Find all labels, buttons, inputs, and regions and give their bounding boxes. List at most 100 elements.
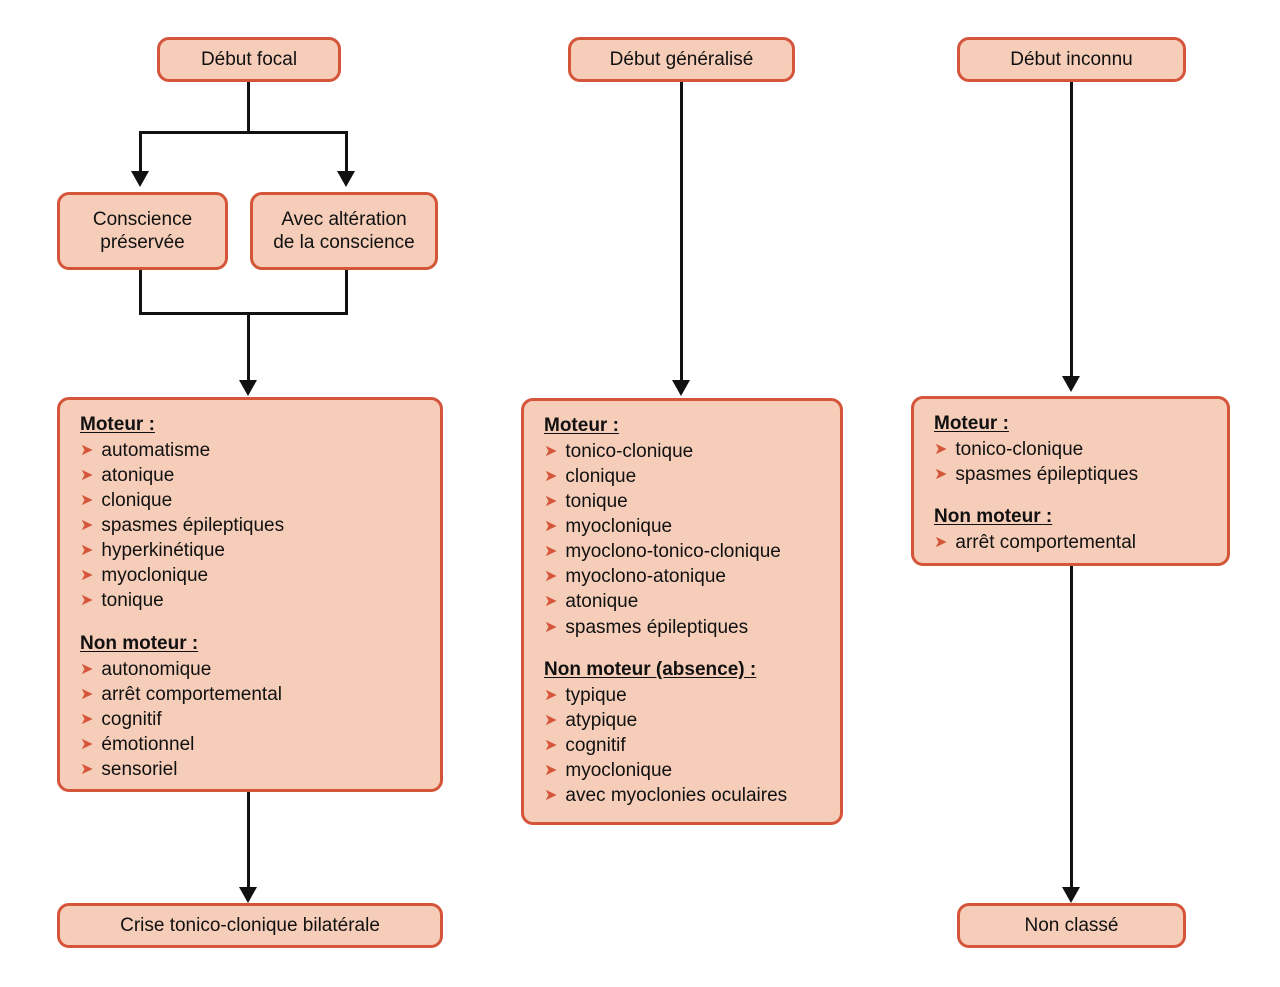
node-label-line1: Avec altération (281, 208, 407, 230)
group-title: Non moteur : (934, 506, 1053, 528)
item-label: atypique (565, 709, 638, 731)
list-item: ➤ autonomique (80, 657, 440, 682)
item-label: clonique (101, 490, 173, 512)
connector-focal-stem (247, 82, 250, 131)
list-item: ➤ automatisme (80, 438, 440, 463)
arrow-bullet-icon: ➤ (934, 441, 948, 458)
item-label: spasmes épileptiques (565, 616, 749, 638)
arrow-bullet-icon: ➤ (80, 442, 94, 459)
group-focal-moteur: Moteur : ➤automatisme ➤atonique ➤cloniqu… (80, 414, 440, 614)
arrow-bullet-icon: ➤ (544, 593, 558, 611)
item-label: autonomique (101, 658, 212, 680)
arrow-bullet-icon: ➤ (544, 493, 558, 511)
arrow-bullet-icon: ➤ (544, 686, 558, 704)
arrowhead-generalise-listbox (672, 380, 690, 396)
list-item: ➤myoclonique (544, 514, 840, 539)
node-crise-bilaterale[interactable]: Crise tonico-clonique bilatérale (57, 903, 443, 948)
connector-focal-left-drop (139, 131, 142, 171)
item-list: ➤ autonomique ➤ arrêt comportemental ➤cogn… (80, 657, 440, 782)
item-label: tonique (101, 590, 164, 612)
connector-focal-terminal (247, 792, 250, 887)
node-label: Conscience préservée (93, 208, 192, 254)
list-item: ➤myoclono-atonique (544, 564, 840, 589)
group-generalise-non-moteur-absence: Non moteur (absence) : ➤typique ➤ atypiqu… (544, 659, 840, 808)
list-item: ➤tonique (80, 588, 440, 613)
list-item: ➤tonico-clonique (544, 439, 840, 464)
list-item: ➤émotionnel (80, 732, 440, 757)
list-item: ➤ spasmes épileptiques (80, 513, 440, 538)
arrow-bullet-icon: ➤ (544, 543, 558, 561)
arrow-bullet-icon: ➤ (80, 710, 94, 728)
list-item: ➤ myoclono-tonico-clonique (544, 539, 840, 564)
item-label: automatisme (101, 440, 211, 461)
list-item: ➤atonique (80, 463, 440, 488)
node-label-line2: de la conscience (273, 232, 415, 253)
item-label: myoclono-tonico-clonique (565, 541, 781, 563)
item-list: ➤arrêt comportemental (934, 530, 1227, 555)
list-item: ➤ avec myoclonies oculaires (544, 783, 840, 808)
item-label: myoclonique (565, 759, 673, 781)
node-label: Début inconnu (1010, 48, 1133, 70)
item-label: spasmes épileptiques (101, 515, 285, 537)
node-label-line1: Conscience (92, 208, 193, 230)
connector-inconnu-stem (1070, 82, 1073, 376)
group-title: Non moteur : (80, 632, 199, 654)
listbox-inconnu[interactable]: Moteur : ➤tonico-clonique ➤spasmes épile… (911, 396, 1230, 566)
item-label: sensoriel (101, 758, 178, 780)
arrow-bullet-icon: ➤ (80, 517, 94, 535)
node-debut-focal[interactable]: Début focal (157, 37, 341, 82)
node-label: Crise tonico-clonique bilatérale (120, 914, 380, 936)
arrow-bullet-icon: ➤ (544, 618, 558, 636)
arrow-bullet-icon: ➤ (80, 467, 94, 485)
connector-inconnu-terminal (1070, 566, 1073, 887)
arrow-bullet-icon: ➤ (934, 534, 948, 552)
item-label: tonique (565, 491, 628, 513)
list-item: ➤spasmes épileptiques (934, 462, 1227, 487)
item-list: ➤automatisme ➤atonique ➤clonique ➤spasme… (80, 438, 440, 614)
list-item: ➤ atypique (544, 708, 840, 733)
arrowhead-focal-terminal (239, 887, 257, 903)
connector-merge-stem (247, 312, 250, 380)
arrowhead-inconnu-terminal (1062, 887, 1080, 903)
node-non-classe[interactable]: Non classé (957, 903, 1186, 948)
arrow-bullet-icon: ➤ (544, 761, 558, 779)
list-item: ➤cognitif (80, 707, 440, 732)
list-item: ➤cognitif (544, 733, 840, 758)
item-label: myoclonique (565, 516, 673, 538)
listbox-focal[interactable]: Moteur : ➤automatisme ➤atonique ➤cloniqu… (57, 397, 443, 792)
node-alteration-conscience[interactable]: Avec altération de la conscience (250, 192, 438, 270)
list-item: ➤ arrêt comportemental (80, 682, 440, 707)
group-title: Moteur : (80, 414, 155, 435)
arrow-bullet-icon: ➤ (80, 685, 94, 703)
group-focal-non-moteur: Non moteur : ➤ autonomique ➤ arrêt comport… (80, 633, 440, 782)
connector-generalise-stem (680, 82, 683, 380)
group-title: Moteur : (934, 413, 1009, 434)
list-item: ➤clonique (80, 488, 440, 513)
node-conscience-preservee[interactable]: Conscience préservée (57, 192, 228, 270)
arrow-bullet-icon: ➤ (80, 567, 94, 585)
list-item: ➤tonico-clonique (934, 437, 1227, 462)
arrowhead-inconnu-listbox (1062, 376, 1080, 392)
list-item: ➤typique (544, 683, 840, 708)
item-list: ➤tonico-clonique ➤spasmes épileptiques (934, 437, 1227, 487)
list-item: ➤clonique (544, 464, 840, 489)
node-label: Non classé (1024, 914, 1119, 936)
arrow-bullet-icon: ➤ (544, 468, 558, 486)
arrow-bullet-icon: ➤ (80, 660, 94, 678)
item-list: ➤tonico-clonique ➤clonique ➤tonique ➤myo… (544, 439, 840, 640)
item-label: arrêt comportemental (101, 683, 282, 705)
arrow-bullet-icon: ➤ (934, 466, 948, 484)
item-label: avec myoclonies oculaires (565, 784, 788, 806)
item-label: atonique (565, 591, 639, 613)
node-debut-generalise[interactable]: Début généralisé (568, 37, 795, 82)
list-item: ➤ tonique (544, 489, 840, 514)
arrow-bullet-icon: ➤ (544, 711, 558, 729)
arrow-bullet-icon: ➤ (544, 736, 558, 754)
listbox-generalise[interactable]: Moteur : ➤tonico-clonique ➤clonique ➤ton… (521, 398, 843, 825)
arrow-bullet-icon: ➤ (544, 786, 558, 804)
group-title: Non moteur (absence) : (544, 658, 757, 680)
item-label: myoclono-atonique (565, 566, 726, 588)
arrow-bullet-icon: ➤ (80, 735, 94, 753)
node-debut-inconnu[interactable]: Début inconnu (957, 37, 1186, 82)
